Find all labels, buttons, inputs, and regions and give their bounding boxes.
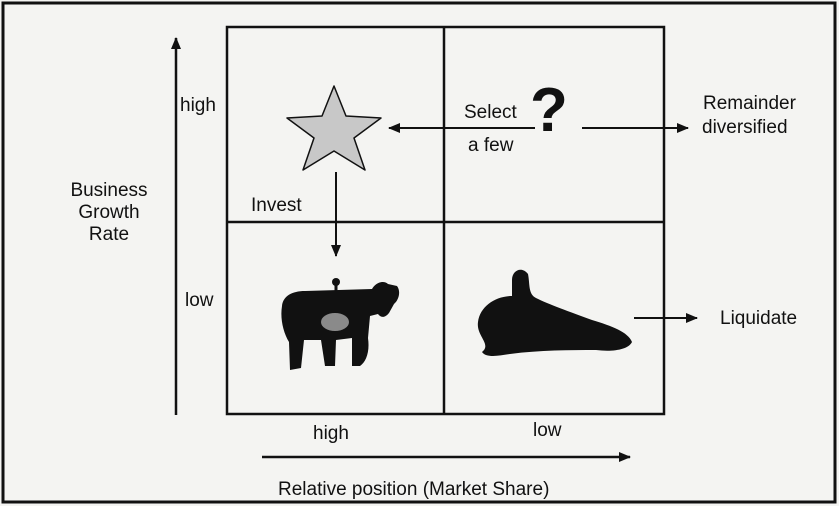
x-high-label: high bbox=[313, 423, 349, 444]
cow-icon bbox=[281, 278, 400, 370]
y-axis-label-line-2: Growth bbox=[78, 201, 140, 223]
y-high-label: high bbox=[180, 95, 216, 116]
a-few-label: a few bbox=[468, 135, 514, 156]
liquidate-label: Liquidate bbox=[720, 308, 798, 329]
y-axis-label-line-1: Business bbox=[70, 180, 148, 201]
y-axis-label-line-3: Rate bbox=[88, 223, 130, 245]
x-low-label: low bbox=[533, 420, 562, 441]
x-axis-label: Relative position (Market Share) bbox=[278, 479, 550, 500]
select-label: Select bbox=[464, 102, 517, 123]
y-low-label: low bbox=[185, 290, 214, 311]
diversified-label: diversified bbox=[702, 117, 788, 138]
star-icon bbox=[286, 85, 382, 171]
y-axis-label: Business Growth Rate bbox=[64, 180, 154, 246]
invest-label: Invest bbox=[251, 195, 302, 216]
question-mark-icon: ? bbox=[530, 76, 568, 145]
dog-icon bbox=[477, 269, 632, 356]
matrix-border bbox=[225, 25, 666, 416]
remainder-label: Remainder bbox=[703, 93, 796, 114]
